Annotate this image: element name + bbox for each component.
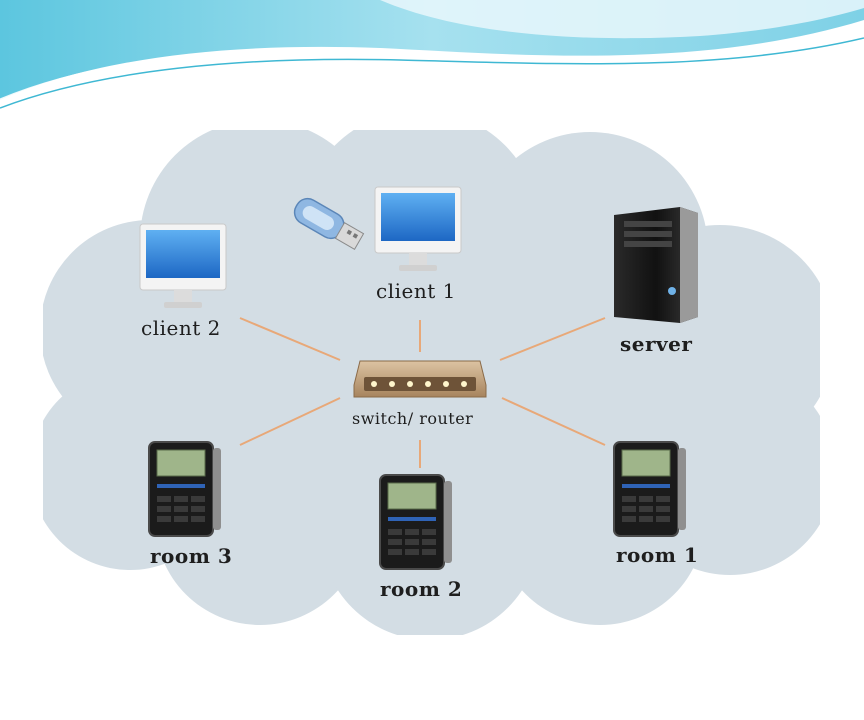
room-3-label: room 3 <box>150 544 233 568</box>
link-hub-server <box>499 317 606 361</box>
client-2-label: client 2 <box>141 316 221 340</box>
room-1-access-terminal-icon <box>613 441 686 537</box>
client-1-monitor-icon <box>374 186 462 271</box>
link-hub-room-1 <box>501 397 606 446</box>
link-hub-client-2 <box>239 317 341 361</box>
server-label: server <box>620 332 693 356</box>
header-wave-decoration <box>0 0 864 109</box>
client-2-monitor-icon <box>139 223 227 308</box>
client-1-label: client 1 <box>376 279 456 303</box>
switch-router-icon <box>353 360 487 398</box>
room-1-label: room 1 <box>616 543 699 567</box>
room-2-label: room 2 <box>380 577 463 601</box>
usb-drive-icon <box>293 197 365 250</box>
server-tower-icon <box>614 207 698 323</box>
switch-router-label: switch/ router <box>352 409 474 428</box>
link-hub-room-3 <box>239 397 341 446</box>
room-2-access-terminal-icon <box>379 474 452 570</box>
room-3-access-terminal-icon <box>148 441 221 537</box>
